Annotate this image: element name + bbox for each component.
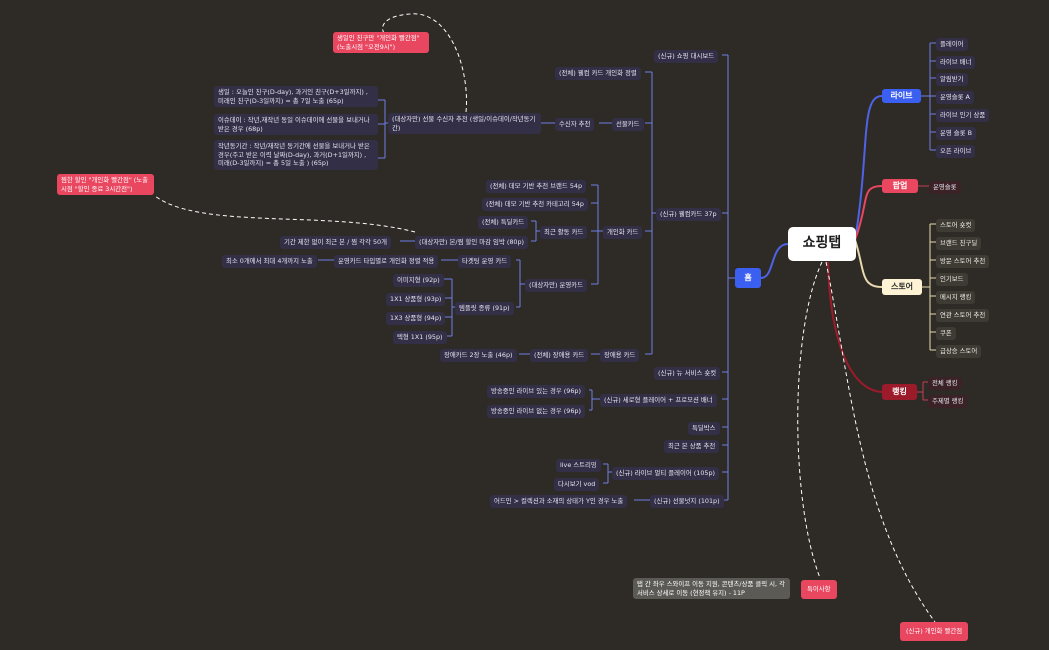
fallback-detail[interactable]: 장애카드 2장 노출 (46p) xyxy=(440,349,517,362)
template-item[interactable]: 1X1 상품형 (93p) xyxy=(386,293,446,306)
store-item[interactable]: 연관 스토어 추천 xyxy=(936,309,990,322)
wish-deadline[interactable]: (대상자만) 본/찜 할인 마감 임박 (80p) xyxy=(415,236,529,249)
store-item[interactable]: 급상승 스토어 xyxy=(936,345,982,358)
special-detail[interactable]: 탭 간 좌우 스와이프 이동 지원, 콘텐츠/상품 클릭 시, 각 서비스 상세… xyxy=(633,578,790,599)
home-child[interactable]: (신규) 웰컴카드 37p xyxy=(656,208,721,221)
tree-edges-right xyxy=(917,42,936,401)
store-item[interactable]: 브랜드 친구딜 xyxy=(936,237,982,250)
targeting-limit[interactable]: 최소 0개에서 최대 4개까지 노출 xyxy=(222,255,317,268)
store-item[interactable]: 인기보드 xyxy=(936,273,968,286)
root-node[interactable]: 쇼핑탭 xyxy=(788,227,856,261)
template-item[interactable]: 1X3 상품형 (94p) xyxy=(386,312,446,325)
store-item[interactable]: 스토어 숏컷 xyxy=(936,219,976,232)
edge-wish-discount xyxy=(154,195,416,233)
live-item[interactable]: 플레이어 xyxy=(936,38,968,51)
home-child[interactable]: (신규) 라이브 멀티 플레이어 (105p) xyxy=(612,467,720,480)
without-live[interactable]: 방송중인 라이브 없는 경우 (96p) xyxy=(487,405,585,418)
store-branch[interactable]: 스토어 xyxy=(882,279,922,295)
multi-item[interactable]: 다시보기 vod xyxy=(554,478,600,491)
gift-detail-issueday[interactable]: 이슈데이 : 작년,재작년 동일 이슈데이에 선물을 보내거나 받은 경우 (6… xyxy=(214,114,378,135)
welcome-child[interactable]: 선물카드 xyxy=(612,118,644,131)
edge-root-ranking xyxy=(827,261,883,393)
edge-root-store xyxy=(854,239,883,288)
home-child[interactable]: (신규) 쇼핑 대시보드 xyxy=(654,50,719,63)
ranking-item[interactable]: 전체 랭킹 xyxy=(928,377,962,390)
wish-detail[interactable]: 기간 제한 없이 최근 본 / 찜 각각 50개 xyxy=(280,236,391,249)
edge-root-popup xyxy=(854,185,883,241)
live-item[interactable]: 라이브 인기 상품 xyxy=(936,109,990,122)
store-item[interactable]: 쿠폰 xyxy=(936,327,956,340)
template-types[interactable]: 템플릿 종류 (91p) xyxy=(455,302,514,315)
store-item[interactable]: 메시지 랭킹 xyxy=(936,291,976,304)
template-item[interactable]: 텍형 1X1 (95p) xyxy=(393,331,447,344)
targeting-detail[interactable]: 운영카드 타입별로 개인화 정렬 적용 xyxy=(334,255,439,268)
ranking-branch[interactable]: 랭킹 xyxy=(882,384,917,400)
deal-card[interactable]: (전체) 특딜카드 xyxy=(478,216,529,229)
home-node[interactable]: 홈 xyxy=(735,268,761,288)
gift-detail-birthday[interactable]: 생일 : 오늘인 친구(D-day), 과거인 친구(D+3일까지) , 미래인… xyxy=(214,86,378,107)
home-child[interactable]: 최근 본 상품 추천 xyxy=(664,440,720,453)
welcome-child[interactable]: 장애용 카드 xyxy=(600,349,640,362)
popup-branch[interactable]: 팝업 xyxy=(882,179,918,193)
edge-root-home xyxy=(760,243,789,279)
live-item[interactable]: 운영 슬롯 B xyxy=(936,127,976,140)
live-item[interactable]: 오픈 라이브 xyxy=(936,145,976,158)
welcome-child[interactable]: 개인화 카드 xyxy=(603,226,643,239)
home-child[interactable]: (신규) 선물넛지 (101p) xyxy=(650,495,724,508)
discount-reddot-note[interactable]: 찜한 할인 "개인화 빨간점" (노출시점 "할인 종료 3시간전") xyxy=(57,174,154,195)
birthday-reddot-note[interactable]: 생일인 친구만 "개인화 빨간점" (노출시점 "오전9시") xyxy=(333,32,429,53)
tree-edges-left xyxy=(318,54,735,501)
reddot-note[interactable]: (신규) 개인화 빨간점 xyxy=(900,622,969,641)
edge-root-special xyxy=(797,261,823,579)
home-child[interactable]: (신규) 세로형 플레이어 + 프로모션 배너 xyxy=(600,394,717,407)
demo-brand[interactable]: (전체) 데모 기반 추천 브랜드 54p xyxy=(486,180,587,193)
home-child[interactable]: (신규) 뉴 서비스 숏컷 xyxy=(654,367,721,380)
live-branch[interactable]: 라이브 xyxy=(882,89,921,103)
live-item[interactable]: 라이브 배너 xyxy=(936,56,976,69)
store-item[interactable]: 방문 스토어 추천 xyxy=(936,255,990,268)
popup-item[interactable]: 운영슬롯 xyxy=(929,181,961,194)
nudge-detail[interactable]: 어드민 > 컬렉션과 소재의 상태가 Y인 경우 노출 xyxy=(490,495,628,508)
recent-activity-card[interactable]: 최근 활동 카드 xyxy=(540,226,588,239)
target-receiver[interactable]: (대상자만) 선물 수신자 추천 (생일/이슈데이/작년동기간) xyxy=(388,113,541,134)
operation-card[interactable]: (대상자만) 운영카드 xyxy=(525,279,588,292)
ranking-item[interactable]: 주제별 랭킹 xyxy=(928,395,968,408)
receiver-recommend[interactable]: 수신자 추천 xyxy=(555,118,595,131)
fallback-card[interactable]: (전체) 장애용 카드 xyxy=(530,349,589,362)
template-item[interactable]: 이미지형 (92p) xyxy=(393,274,444,287)
with-live[interactable]: 방송중인 라이브 있는 경우 (96p) xyxy=(487,385,585,398)
multi-item[interactable]: live 스트리밍 xyxy=(556,459,601,472)
targeting-card[interactable]: 타겟팅 운영 카드 xyxy=(458,255,512,268)
home-child[interactable]: 특딜박스 xyxy=(688,422,720,435)
edge-target-birthday xyxy=(382,13,467,113)
live-item[interactable]: 운영슬롯 A xyxy=(936,91,974,104)
special-note[interactable]: 특이사항 xyxy=(801,580,837,599)
edge-root-reddot xyxy=(825,261,936,623)
live-item[interactable]: 알림받기 xyxy=(936,73,968,86)
welcome-child[interactable]: (전체) 웰컴 카드 개인화 정렬 xyxy=(555,67,641,80)
edge-root-live xyxy=(854,95,883,241)
gift-detail-lastyear[interactable]: 작년동기간 : 작년/재작년 동기간에 선물을 보내거나 받은 경우(주고 받은… xyxy=(214,140,378,170)
demo-category[interactable]: (전체) 데모 기반 추천 카테고리 54p xyxy=(482,198,588,211)
